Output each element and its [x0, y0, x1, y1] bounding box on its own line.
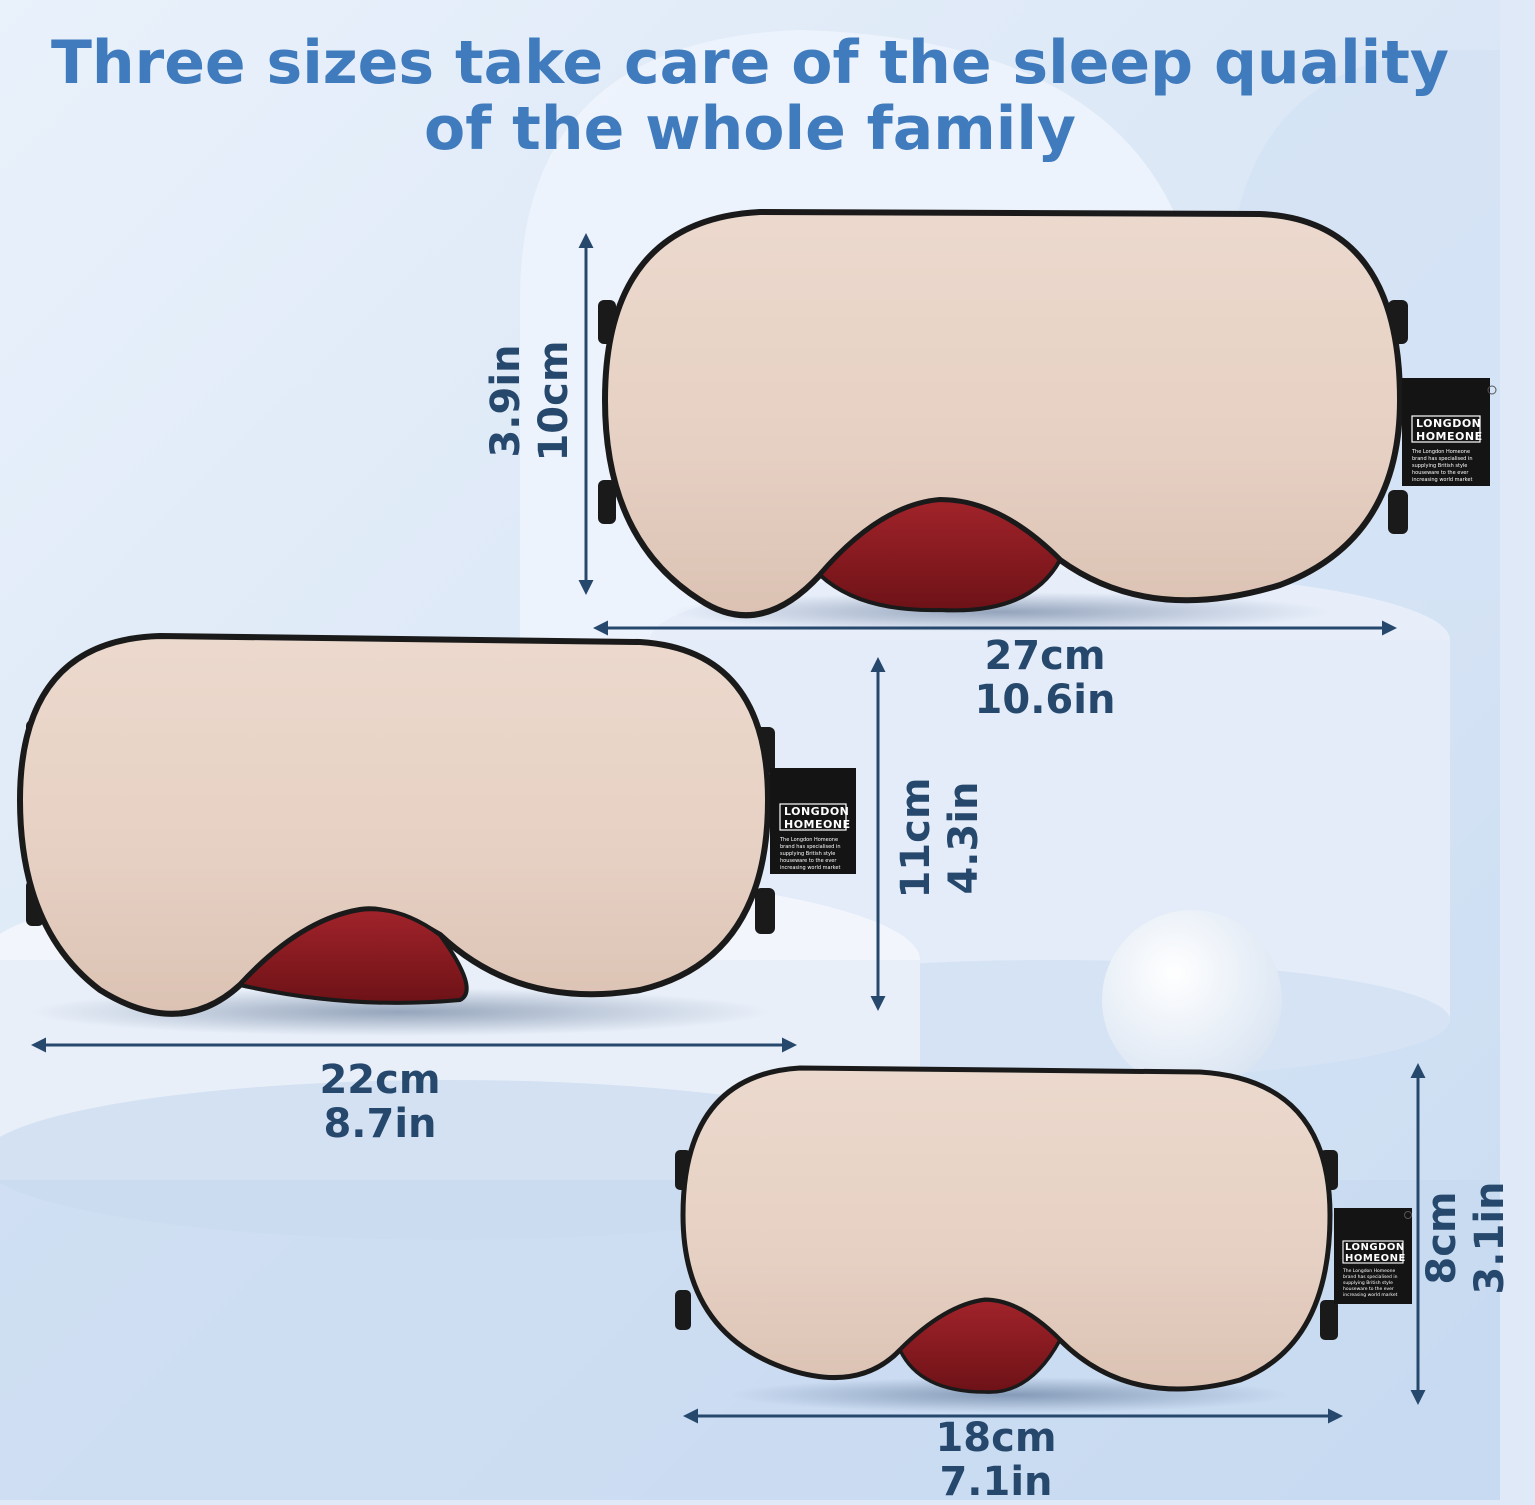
- tag-brand-line1: LONGDON: [1345, 1242, 1405, 1253]
- large-height-label: 3.9in 10cm: [482, 301, 578, 501]
- medium-height-in: 4.3in: [941, 781, 987, 895]
- mask-small: [675, 1065, 1412, 1413]
- small-width-in: 7.1in: [939, 1459, 1053, 1505]
- tag-brand-line1: LONGDON: [784, 805, 850, 818]
- tag-text-small: LONGDON HOMEONE The Longdon Homeone bran…: [1343, 1242, 1405, 1299]
- medium-height-cm: 11cm: [893, 777, 939, 899]
- large-width-label: 27cm 10.6in: [945, 634, 1145, 722]
- tag-text-medium: LONGDON HOMEONE The Longdon Homeone bran…: [780, 805, 851, 872]
- headline-line-1: Three sizes take care of the sleep quali…: [50, 28, 1450, 98]
- tag-description: The Longdon Homeone brand has specialise…: [1343, 1269, 1398, 1298]
- large-width-in: 10.6in: [974, 677, 1116, 723]
- headline-line-2: of the whole family: [423, 94, 1077, 164]
- tag-brand-line2: HOMEONE: [784, 818, 851, 831]
- tag-brand-line2: HOMEONE: [1416, 430, 1483, 443]
- tag-description: The Longdon Homeone brand has specialise…: [1412, 449, 1473, 483]
- brand-tag-medium: [770, 768, 856, 874]
- brand-tag-small: [1334, 1208, 1412, 1304]
- small-height-in: 3.1in: [1467, 1181, 1513, 1295]
- large-width-cm: 27cm: [984, 633, 1106, 679]
- large-height-in: 3.9in: [483, 344, 529, 458]
- tag-description: The Longdon Homeone brand has specialise…: [780, 837, 841, 871]
- small-width-label: 18cm 7.1in: [896, 1416, 1096, 1504]
- small-height-label: 8cm 3.1in: [1418, 1138, 1514, 1338]
- medium-width-cm: 22cm: [319, 1057, 441, 1103]
- medium-height-label: 11cm 4.3in: [892, 738, 988, 938]
- large-height-cm: 10cm: [531, 340, 577, 462]
- brand-tag-large: [1402, 378, 1490, 486]
- tag-brand-line2: HOMEONE: [1345, 1253, 1406, 1264]
- medium-width-label: 22cm 8.7in: [280, 1058, 480, 1146]
- mask-medium: [16, 632, 856, 1036]
- medium-width-in: 8.7in: [323, 1101, 437, 1147]
- tag-brand-line1: LONGDON: [1416, 417, 1482, 430]
- tag-text-large: LONGDON HOMEONE The Longdon Homeone bran…: [1412, 417, 1482, 484]
- small-width-cm: 18cm: [935, 1415, 1057, 1461]
- background-scene: [0, 0, 1500, 1500]
- headline: Three sizes take care of the sleep quali…: [0, 30, 1535, 162]
- small-height-cm: 8cm: [1419, 1191, 1465, 1285]
